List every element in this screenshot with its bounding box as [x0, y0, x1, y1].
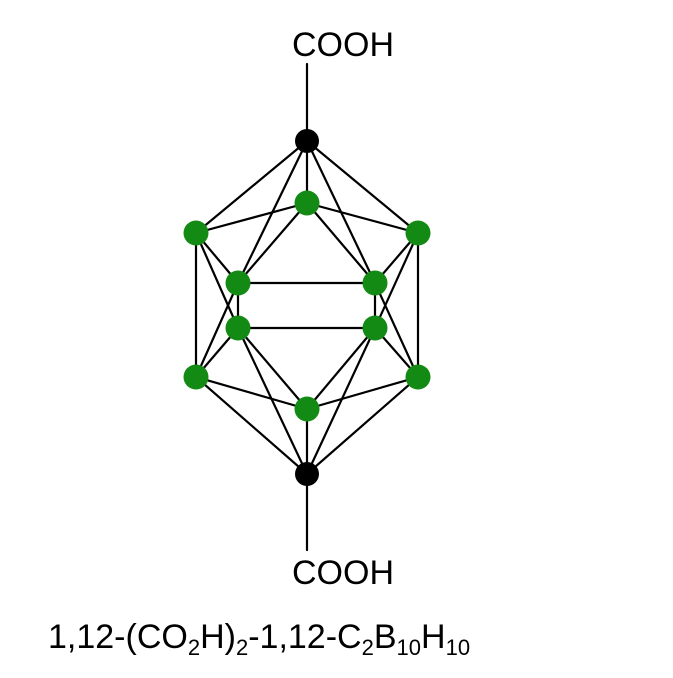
bond-cbot-bILL: [236, 326, 309, 476]
carbon-atom-cbot: [295, 462, 319, 486]
bond-bLL-bFB: [194, 375, 309, 411]
chemical-formula: 1,12-(CO2H)2-1,12-C2B10H10: [48, 618, 470, 659]
bond-bUR-bILR: [373, 231, 420, 330]
formula-part-2: H): [200, 618, 236, 656]
boron-atom-bILR: [362, 315, 388, 341]
bond-bUR-bFT: [305, 201, 420, 235]
formula-part-4: B: [373, 618, 397, 656]
bond-ctop-bUR: [305, 139, 420, 235]
formula-sub-1: 2: [187, 635, 201, 660]
boron-atom-bUR: [405, 220, 431, 246]
boron-atom-bLR: [405, 364, 431, 390]
boron-atom-bILL: [225, 315, 251, 341]
formula-sub-2: 2: [235, 635, 249, 660]
bond-cbot-bLL: [194, 375, 309, 476]
formula-sub-3: 2: [361, 635, 374, 660]
bond-bLR-bFB: [305, 375, 420, 411]
bond-bFT-bIUL: [236, 201, 309, 285]
boron-atom-bFB: [294, 396, 320, 422]
bond-bFB-bILR: [305, 326, 377, 411]
bond-bUL-bILL: [194, 231, 240, 330]
boron-atom-bIUL: [225, 270, 251, 296]
formula-sub-4: 10: [396, 635, 422, 660]
bond-cbot-bLR: [305, 375, 420, 476]
bond-cbot-bILR: [305, 326, 377, 476]
bond-bFT-bIUR: [305, 201, 377, 285]
bond-bLL-bIUL: [194, 281, 240, 379]
formula-part-3: -1,12-C: [248, 618, 362, 656]
boron-atom-bLL: [183, 364, 209, 390]
bond-bLR-bIUR: [373, 281, 420, 379]
formula-sub-5: 10: [445, 635, 471, 660]
bottom-cooh-label: COOH: [292, 554, 394, 592]
boron-atom-bFT: [294, 190, 320, 216]
formula-part-1: 1,12-(CO: [48, 618, 188, 656]
bond-bFB-bILL: [236, 326, 309, 411]
carbon-atom-ctop: [295, 129, 319, 153]
boron-atom-bIUR: [362, 270, 388, 296]
bond-ctop-bUL: [194, 139, 309, 235]
bond-bUL-bFT: [194, 201, 309, 235]
boron-atom-bUL: [183, 220, 209, 246]
formula-part-5: H: [421, 618, 446, 656]
top-cooh-label: COOH: [292, 26, 394, 64]
